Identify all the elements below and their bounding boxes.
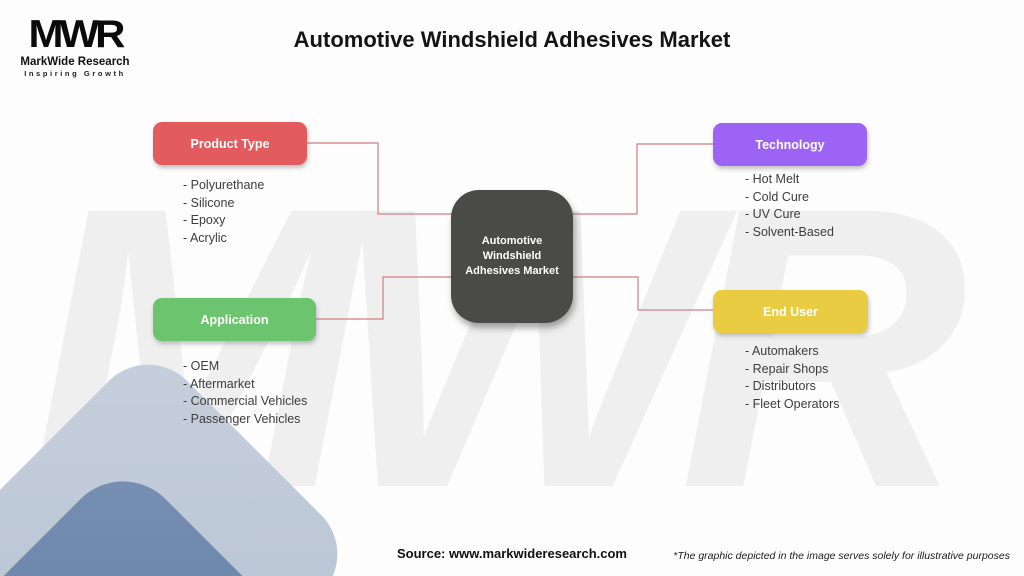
list-item: - Epoxy (183, 213, 226, 227)
segment-list-technology: - Hot Melt - Cold Cure - UV Cure - Solvent-… (745, 171, 834, 241)
segment-list-end-user: - Automakers - Repair Shops - Distributors… (745, 343, 839, 413)
list-item: - Repair Shops (745, 361, 829, 376)
segment-list-product-type: - Polyurethane - Silicone - Epoxy - Acrylic (183, 177, 264, 247)
logo-company-name: MarkWide Research (20, 56, 130, 69)
central-market-node: Automotive Windshield Adhesives Market (451, 190, 573, 323)
list-item: - Silicone (183, 195, 235, 210)
segment-box-end-user: End User (713, 290, 868, 333)
segment-box-technology: Technology (713, 123, 867, 166)
list-item: - Acrylic (183, 230, 227, 245)
disclaimer-text: *The graphic depicted in the image serve… (673, 550, 1010, 562)
list-item: - Distributors (745, 379, 816, 393)
list-item: - Commercial Vehicles (183, 394, 308, 408)
list-item: - Automakers (745, 344, 819, 358)
list-item: - Polyurethane (183, 178, 265, 192)
list-item: - Cold Cure (745, 189, 809, 204)
segment-list-application: - OEM - Aftermarket - Commercial Vehicles -… (183, 358, 307, 428)
markwide-logo: MWR MarkWide Research Inspiring Growth (20, 12, 130, 78)
page-title: Automotive Windshield Adhesives Market (293, 27, 731, 52)
logo-tagline: Inspiring Growth (24, 69, 126, 79)
list-item: - Passenger Vehicles (183, 411, 301, 426)
mwr-logo-icon: MWR (28, 11, 126, 56)
list-item: - OEM (183, 359, 220, 373)
list-item: - Aftermarket (183, 376, 255, 391)
source-text: Source: www.markwideresearch.com (396, 546, 627, 561)
list-item: - Solvent-Based (745, 224, 834, 239)
list-item: - UV Cure (745, 207, 801, 221)
segment-box-product-type: Product Type (153, 122, 307, 165)
list-item: - Fleet Operators (745, 396, 840, 411)
segment-box-application: Application (153, 298, 316, 341)
list-item: - Hot Melt (745, 172, 800, 186)
